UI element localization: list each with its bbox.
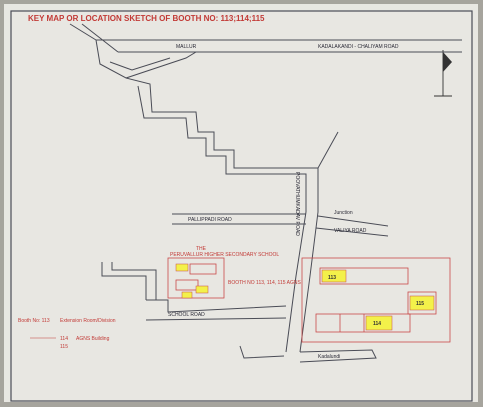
map-border [10,10,473,402]
booth-label: BOOTH NO 113, 114, 115 AGNS [228,280,301,286]
road-label-kadalundi: Kadalundi [318,354,340,360]
top-road [96,39,462,53]
side-road-right [315,215,389,237]
road-label-chaliyam: KADALAKANDI - CHALIYAM ROAD [318,44,399,50]
side-road-left [172,213,306,225]
legend-label-1: Booth No: 113 [18,318,50,324]
booth-115-box [409,295,435,311]
school-roads [101,262,287,321]
paper [4,4,478,402]
road-label-valiya: VALIYA ROAD [334,228,367,234]
booth-114-box [365,315,393,331]
school-name-1: THE [196,246,207,252]
legend: Booth No: 113 Extension Room/Division 11… [18,318,116,350]
winding-road-upper [69,23,339,212]
road-label-mallur: MALLUR [176,44,197,50]
road-label-school: SCHOOL ROAD [168,312,205,318]
booth-inset [301,257,451,343]
bottom-road [239,345,377,363]
booth-115-label: 115 [416,301,424,307]
junction-label: Junction [334,210,353,216]
school-name-2: PERUVALLUR HIGHER SECONDARY SCHOOL [170,252,279,258]
legend-label-2: 114 [60,336,68,342]
vertical-road [285,211,319,353]
legend-desc-2: AGNS Building [76,336,110,342]
school-compound [167,257,225,299]
booth-114-label: 114 [373,321,381,327]
road-label-poovathumkadav: POOVATHUMKADAV ROAD [294,172,300,236]
legend-label-3: 115 [60,344,68,350]
map-title: KEY MAP OR LOCATION SKETCH OF BOOTH NO: … [28,14,265,23]
road-label-pallippadi: PALLIPPADI ROAD [188,217,232,223]
booth-113-label: 113 [328,275,336,281]
booth-113-box [321,269,347,283]
north-arrow-icon [434,50,452,97]
legend-desc-1: Extension Room/Division [60,318,116,324]
